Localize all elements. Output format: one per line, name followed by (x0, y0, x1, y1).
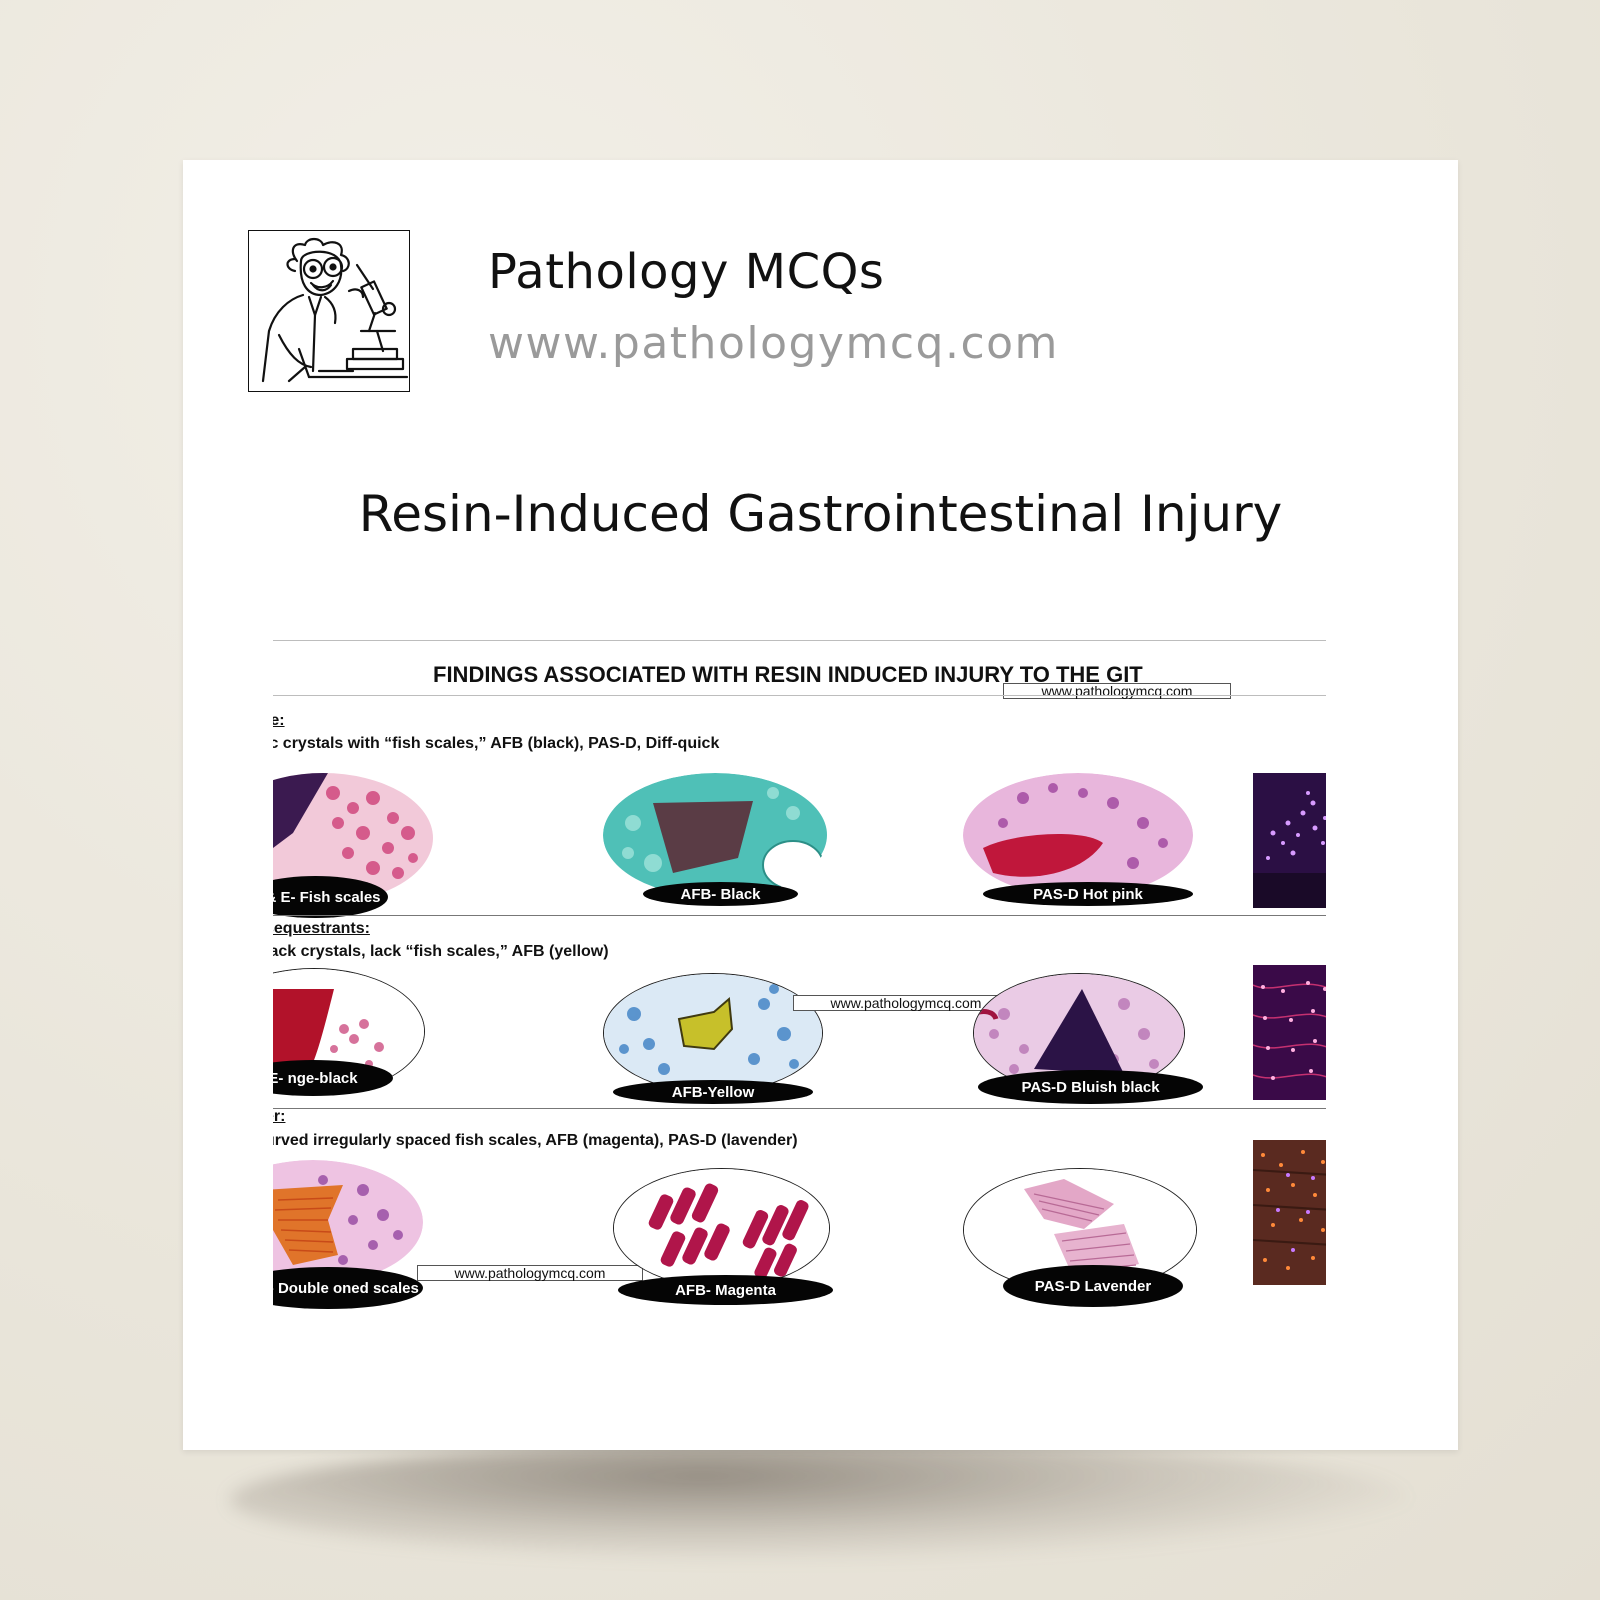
brand-url[interactable]: www.pathologymcq.com (488, 318, 1059, 369)
watermark-box-2: www.pathologymcq.com (793, 995, 1019, 1011)
label-pasd-hot-pink: PAS-D Hot pink (983, 882, 1193, 906)
document-heading: FINDINGS ASSOCIATED WITH RESIN INDUCED I… (433, 662, 1143, 687)
section-2-heading: sequestrants: (273, 920, 370, 937)
section-1-heading: te: (273, 712, 285, 729)
label-afb-magenta: AFB- Magenta (618, 1275, 833, 1305)
heading-rule (273, 695, 1326, 696)
label-pasd-bluish-black: PAS-D Bluish black (978, 1070, 1203, 1104)
label-he-double-scales: H&E- Double oned scales (273, 1267, 423, 1309)
purple-lights-thumbnail-2 (1253, 965, 1326, 1100)
top-rule (273, 640, 1326, 641)
purple-lights-thumbnail-1 (1253, 773, 1326, 908)
section-1-description: ic crystals with “fish scales,” AFB (bla… (273, 735, 720, 752)
label-pasd-lavender: PAS-D Lavender (1003, 1265, 1183, 1307)
section-1-divider (273, 915, 1326, 916)
embedded-findings-document: FINDINGS ASSOCIATED WITH RESIN INDUCED I… (273, 640, 1326, 1340)
section-3-description: urved irregularly spaced fish scales, AF… (273, 1132, 798, 1149)
watermark-box-3: www.pathologymcq.com (417, 1265, 643, 1281)
label-he-fish-scales: H & E- Fish scales (273, 876, 388, 918)
professor-microscope-logo (248, 230, 410, 392)
micrograph-afb-black (603, 773, 828, 898)
section-3-heading: er: (273, 1108, 286, 1125)
micrograph-he-double-scales (273, 1160, 423, 1285)
section-2-divider (273, 1108, 1326, 1109)
document-card: Pathology MCQs www.pathologymcq.com Resi… (183, 160, 1458, 1450)
watermark-box: www.pathologymcq.com (1003, 683, 1231, 699)
card-drop-shadow (230, 1440, 1410, 1560)
brand-name: Pathology MCQs (488, 244, 885, 300)
micrograph-afb-magenta (613, 1168, 830, 1288)
section-2-description: lack crystals, lack “fish scales,” AFB (… (273, 943, 609, 960)
micrograph-afb-yellow (603, 973, 823, 1093)
page-title: Resin-Induced Gastrointestinal Injury (358, 485, 1283, 543)
purple-lights-thumbnail-3 (1253, 1140, 1326, 1285)
micrograph-pasd-hot-pink (963, 773, 1193, 898)
label-afb-black: AFB- Black (643, 882, 798, 906)
label-afb-yellow: AFB-Yellow (613, 1080, 813, 1104)
professor-microscope-icon (261, 237, 409, 383)
